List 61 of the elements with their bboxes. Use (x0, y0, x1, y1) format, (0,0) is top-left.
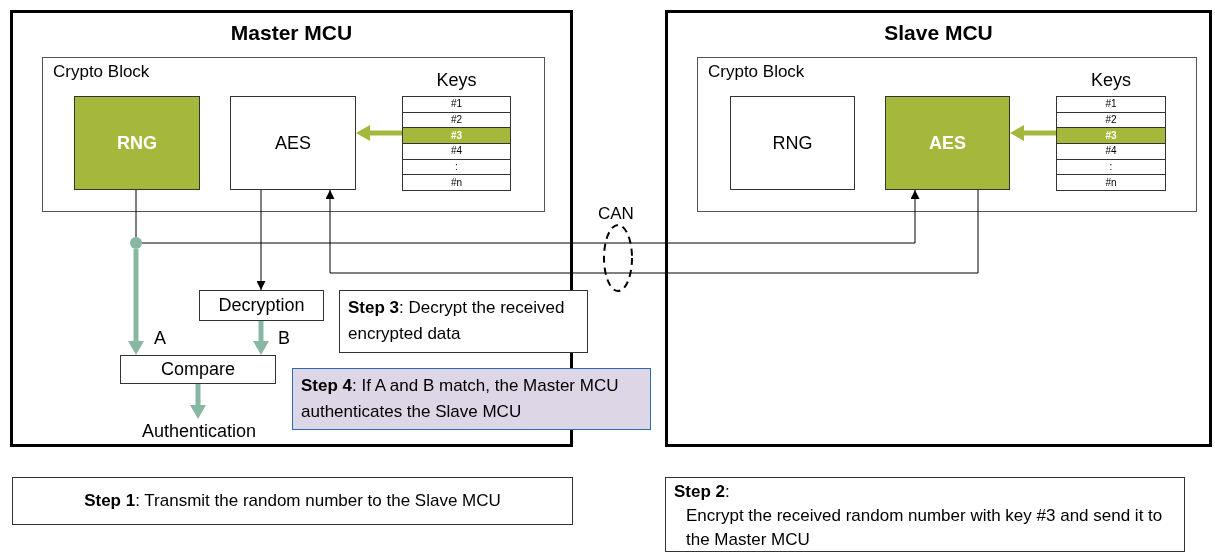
process-box (120, 355, 276, 384)
arrow (256, 189, 266, 291)
thick-arrow (356, 125, 402, 141)
key-label: #3 (450, 130, 463, 141)
key-label: #1 (450, 99, 463, 110)
bus-label: CAN (598, 203, 634, 225)
function-block (885, 96, 1010, 190)
arrow (141, 189, 920, 244)
step-note (12, 477, 573, 525)
key-row (1056, 144, 1166, 160)
crypto-block-panel (42, 57, 545, 212)
key-label: #2 (1105, 115, 1117, 125)
key-row (1056, 97, 1166, 113)
key-label: #3 (1105, 130, 1117, 141)
step-heading: Step 2: (674, 481, 731, 503)
box-label: Compare (161, 358, 235, 381)
panel-title: Crypto Block (53, 61, 150, 83)
thick-arrow (190, 384, 206, 419)
function-block (230, 96, 356, 190)
box-label: Decryption (218, 294, 305, 317)
thick-arrow (1010, 125, 1056, 141)
step-text: Encrypt the received random number with key #3 and send it to the Master MCU (685, 505, 1164, 551)
key-row (402, 128, 511, 144)
connector-line (135, 189, 137, 238)
mcu-panel (665, 10, 1212, 447)
step-note (339, 290, 588, 353)
key-row (402, 97, 511, 113)
panel-title: Crypto Block (708, 61, 805, 83)
panel-title: Master MCU (229, 20, 354, 46)
key-label: #1 (1105, 99, 1117, 110)
key-label: : (455, 162, 458, 172)
step-note (292, 368, 651, 430)
key-label: : (1109, 162, 1113, 172)
thick-arrow (253, 321, 269, 355)
key-label: #n (1105, 177, 1117, 188)
block-label: AES (275, 131, 311, 155)
thick-arrow (128, 249, 144, 355)
step-text: Step 1: Transmit the random number to the Slave MCU (84, 490, 501, 513)
arrow (325, 189, 979, 274)
key-label: #4 (1105, 146, 1117, 157)
step-text: Step 3: Decrypt the received encrypted data (348, 297, 566, 345)
block-label: AES (929, 131, 966, 155)
key-row (1056, 175, 1166, 191)
block-label: RNG (117, 131, 157, 155)
function-block (730, 96, 855, 190)
block-label: RNG (772, 131, 813, 155)
function-block (74, 96, 200, 190)
key-label: #2 (450, 115, 463, 125)
crypto-block-panel (697, 57, 1197, 212)
table-heading: Keys (435, 69, 478, 92)
key-row (402, 175, 511, 191)
table-heading: Keys (1090, 69, 1132, 92)
box-label: Authentication (141, 419, 257, 443)
step-text: Step 4: If A and B match, the Master MCU authenticates the Slave MCU (301, 375, 620, 423)
process-box (199, 290, 324, 321)
key-label: #n (450, 177, 463, 188)
panel-title: Slave MCU (883, 20, 994, 46)
step-note (665, 477, 1185, 552)
key-row (1056, 128, 1166, 144)
key-row (402, 144, 511, 160)
key-label: #4 (450, 146, 463, 157)
